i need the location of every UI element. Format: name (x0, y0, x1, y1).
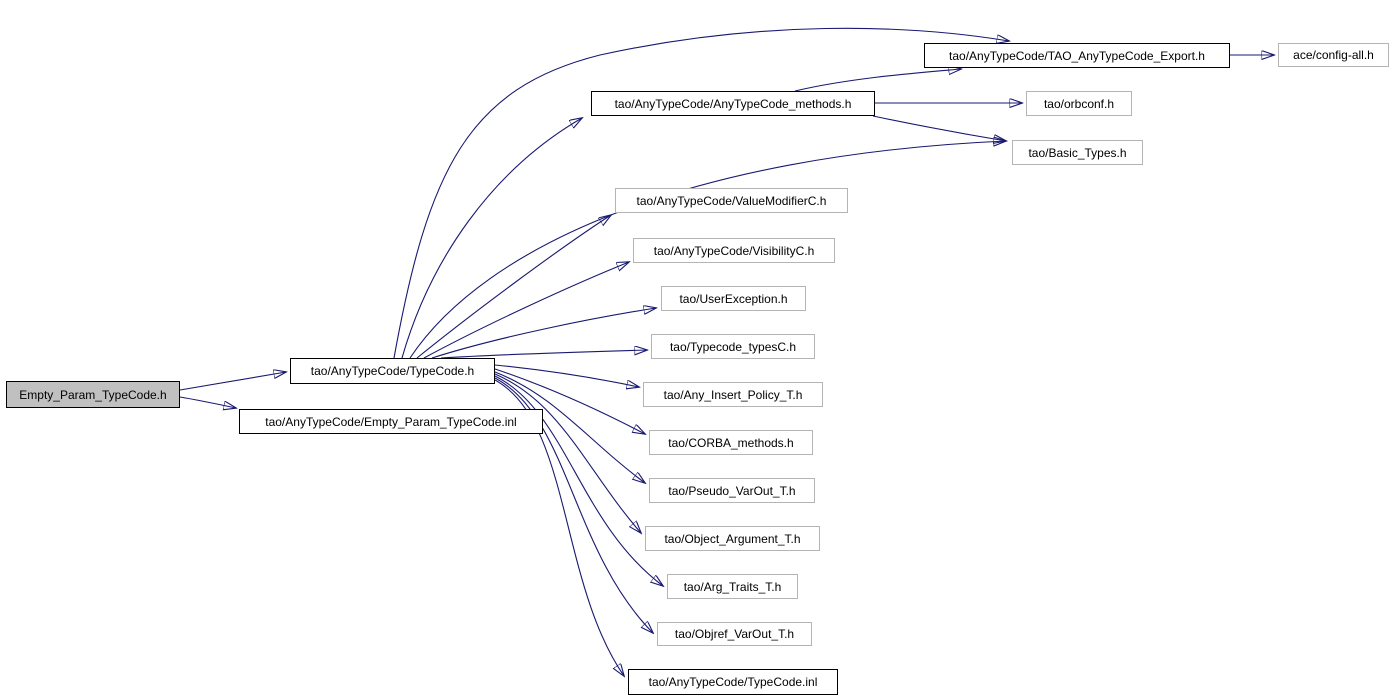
node-tao-anytypecode-export-h[interactable]: tao/AnyTypeCode/TAO_AnyTypeCode_Export.h (924, 43, 1230, 68)
node-empty-param-typecode-inl[interactable]: tao/AnyTypeCode/Empty_Param_TypeCode.inl (239, 409, 543, 434)
edge-typecode-h-to-export-h (393, 27, 1009, 359)
edge-typecode-h-to-corba-methods-h (494, 368, 645, 434)
edge-typecode-h-to-object-argument-h (494, 373, 641, 533)
edge-typecode-h-to-pseudo-varout-h (494, 371, 645, 483)
edge-typecode-h-to-typecode-inl (494, 379, 624, 676)
node-anytypecode-methods-h[interactable]: tao/AnyTypeCode/AnyTypeCode_methods.h (591, 91, 875, 116)
node-any-insert-policy-t-h: tao/Any_Insert_Policy_T.h (643, 382, 823, 407)
node-typecode-h[interactable]: tao/AnyTypeCode/TypeCode.h (290, 358, 495, 384)
node-typecode-inl[interactable]: tao/AnyTypeCode/TypeCode.inl (628, 669, 838, 695)
node-tao-basic-types-h: tao/Basic_Types.h (1012, 140, 1143, 165)
node-corba-methods-h: tao/CORBA_methods.h (649, 430, 813, 455)
node-arg-traits-t-h: tao/Arg_Traits_T.h (667, 574, 798, 599)
edge-typecode-h-to-arg-traits-h (494, 375, 663, 586)
node-valuemodifierc-h: tao/AnyTypeCode/ValueModifierC.h (615, 188, 848, 213)
edge-root-to-empty-param-inl (179, 396, 236, 408)
edge-typecode-h-to-objref-varout-h (494, 377, 653, 633)
node-visibilityc-h: tao/AnyTypeCode/VisibilityC.h (633, 238, 835, 263)
edge-methods-h-to-export-h (794, 69, 961, 92)
node-object-argument-t-h: tao/Object_Argument_T.h (645, 526, 820, 551)
node-ace-config-all-h: ace/config-all.h (1278, 43, 1389, 67)
edge-typecode-h-to-valuemodifier-h (416, 215, 611, 359)
edge-typecode-h-to-visibility-h (423, 262, 629, 359)
edge-typecode-h-to-typecode-types-h (440, 350, 647, 359)
node-tao-orbconf-h: tao/orbconf.h (1026, 91, 1132, 116)
node-objref-varout-t-h: tao/Objref_VarOut_T.h (657, 622, 812, 646)
edge-typecode-h-to-any-insert-h (494, 364, 639, 387)
node-empty-param-typecode-h: Empty_Param_TypeCode.h (6, 381, 180, 408)
node-pseudo-varout-t-h: tao/Pseudo_VarOut_T.h (649, 478, 815, 503)
edge-typecode-h-to-userexception-h (431, 308, 656, 359)
edge-typecode-h-to-methods-h (401, 118, 582, 359)
node-typecode-typesc-h: tao/Typecode_typesC.h (651, 334, 815, 359)
edge-methods-h-to-basic-types-h (872, 115, 1006, 141)
edge-root-to-typecode-h (179, 372, 286, 391)
node-userexception-h: tao/UserException.h (661, 286, 806, 311)
